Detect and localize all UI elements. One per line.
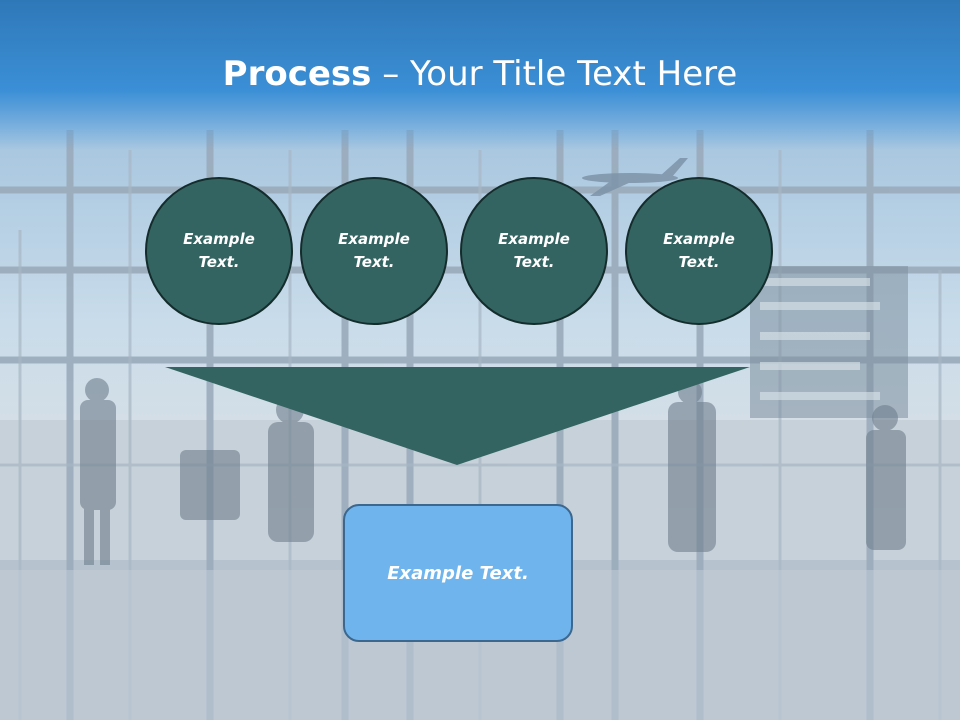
step-circle-1-label: Example Text. xyxy=(183,230,255,271)
title-strong-text: Process xyxy=(222,54,372,94)
result-box-label: Example Text. xyxy=(387,562,529,584)
result-box[interactable]: Example Text. xyxy=(343,504,573,642)
step-circle-2[interactable]: Example Text. xyxy=(300,177,448,325)
step-circle-3[interactable]: Example Text. xyxy=(460,177,608,325)
step-circle-1[interactable]: Example Text. xyxy=(145,177,293,325)
funnel-shape xyxy=(165,367,750,465)
step-circle-2-label: Example Text. xyxy=(338,230,410,271)
step-circle-3-label: Example Text. xyxy=(498,230,570,271)
funnel-triangle xyxy=(165,367,750,465)
step-circle-4-label: Example Text. xyxy=(663,230,735,271)
title-separator: – xyxy=(371,54,411,94)
step-circle-4[interactable]: Example Text. xyxy=(625,177,773,325)
title-rest-text: Your Title Text Here xyxy=(410,54,738,94)
title-bar xyxy=(0,0,960,150)
slide-title: Process – Your Title Text Here xyxy=(0,52,960,96)
